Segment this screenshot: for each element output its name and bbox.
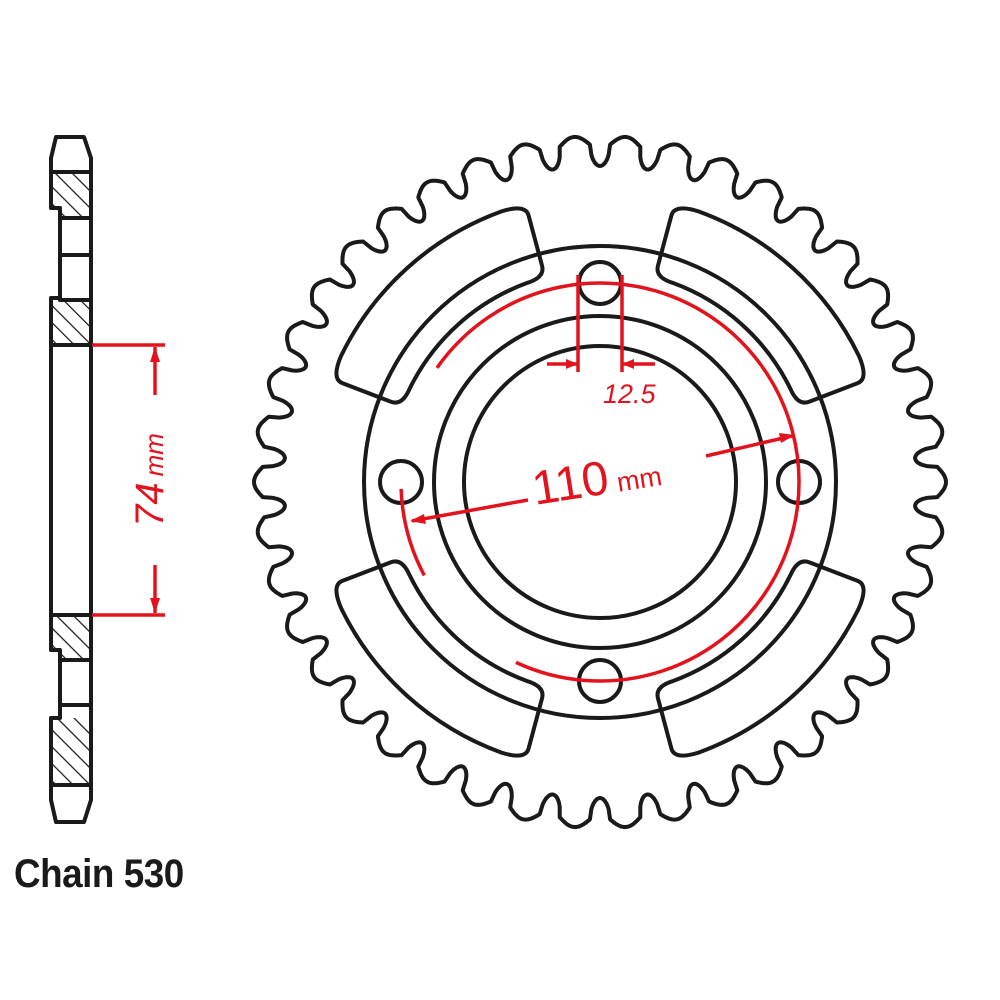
arrow-up-icon [150, 347, 160, 362]
pcd-arc-left [399, 488, 426, 577]
arrow-left-icon [622, 359, 634, 369]
hub-flange-circle [362, 244, 838, 720]
side-bore [49, 343, 93, 617]
side-hatch-hub-bottom [51, 615, 91, 660]
lightening-window [655, 559, 866, 758]
arrow-down-icon [150, 598, 160, 613]
side-hatch-bottom [51, 718, 91, 785]
lightening-window [655, 206, 866, 405]
hub-ring-circle [432, 314, 768, 650]
lightening-window [334, 559, 545, 758]
bolt-hole-value: 12.5 [603, 379, 657, 409]
sprocket-front-view [252, 134, 948, 830]
bore-value: 74mm [128, 433, 172, 527]
pcd-arc [435, 281, 801, 683]
chain-size-label: Chain 530 [14, 852, 184, 896]
pcd-value: 110mm [528, 443, 664, 516]
side-window-top [58, 216, 93, 257]
center-bore-circle [462, 344, 738, 620]
side-tooth-top [49, 135, 93, 174]
side-hatch-top [51, 172, 91, 218]
side-section-hub-bottom [49, 613, 93, 707]
side-hatch-hub-top [51, 300, 91, 345]
arrow-right-icon [779, 433, 795, 443]
side-section-top [49, 170, 93, 220]
pcd-dimension: 110mm [399, 281, 801, 683]
arrow-right-icon [566, 359, 578, 369]
lightening-windows [334, 206, 866, 758]
side-section-bottom [49, 703, 93, 787]
lightening-window [334, 206, 545, 405]
bore-dimension: 74mm [92, 343, 172, 617]
bolt-hole-dimension: 12.5 [547, 275, 657, 409]
side-section-hub-top [49, 253, 93, 347]
side-tooth-bottom [49, 783, 93, 824]
side-profile-view: 74mm [49, 135, 172, 824]
arrow-left-icon [410, 514, 426, 524]
sprocket-teeth-outline [252, 134, 948, 830]
